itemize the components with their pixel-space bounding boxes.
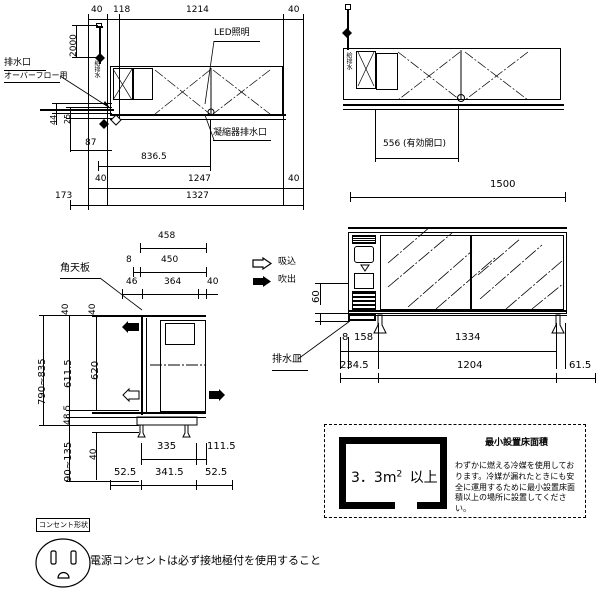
dim-2000: 2000 <box>69 34 79 57</box>
dim-46: 46 <box>126 277 138 287</box>
plug-box-label-text: コンセント形状 <box>39 521 88 529</box>
dim-40-top-right: 40 <box>288 5 300 15</box>
drain-pan-leader <box>297 320 351 360</box>
dim-1247: 1247 <box>188 174 211 184</box>
power-plug-note: コンセント形状 電源コンセントは必ず接地極付を使用すること <box>0 515 321 595</box>
dim-364: 364 <box>164 277 182 287</box>
dim-118-top: 118 <box>113 5 131 15</box>
drain-marker-filled <box>99 119 109 129</box>
dim-158: 158 <box>354 332 374 343</box>
panel-button[interactable] <box>354 273 374 289</box>
dim-40-b: 40 <box>88 303 98 315</box>
plan-view: 40 118 1214 40 2000 給排水 LED照明 <box>0 0 320 215</box>
top-plate-leader <box>99 277 143 311</box>
floor-area-body: わずかに燃える冷媒を使用しております。冷媒が漏れたときにも安全に運用するために最… <box>455 461 575 514</box>
glass-panel-crosses <box>112 68 271 116</box>
dim-1214-top: 1214 <box>186 5 209 15</box>
glass-reflection-lines <box>387 226 565 310</box>
water-supply-label-vertical: 給排水 <box>93 60 100 78</box>
floor-area-value: 3．3m2 以上 <box>351 467 438 487</box>
dim-40-a: 40 <box>61 303 71 315</box>
dim-8-front: 8 <box>342 332 349 343</box>
dim-40-row2-right: 40 <box>288 174 300 184</box>
condenser-drain-label: 凝縮器排水口 <box>213 128 268 138</box>
dim-458: 458 <box>158 231 176 241</box>
drain-outlet-sublabel: オーバーフロー用 <box>4 71 68 80</box>
top-plate-label: 角天板 <box>60 263 90 274</box>
dim-1500: 1500 <box>490 179 516 190</box>
dim-40-row2-left: 40 <box>95 174 107 184</box>
dim-173: 173 <box>55 191 73 201</box>
floor-area-suffix: 以上 <box>409 470 438 486</box>
dim-1334: 1334 <box>455 332 481 343</box>
dim-341-5: 341.5 <box>155 467 184 478</box>
outlet-arrow-right <box>209 389 225 401</box>
dim-61-5: 61.5 <box>569 360 592 371</box>
plug-note-text: 電源コンセントは必ず接地極付を使用すること <box>90 554 321 567</box>
condenser-plan-box <box>133 68 153 100</box>
side-inner-panel <box>160 320 206 412</box>
condenser-drain-leader <box>204 114 215 141</box>
room-shape-door-gap <box>395 502 417 509</box>
rear-compressor-box <box>356 51 376 89</box>
dim-1204: 1204 <box>457 360 483 371</box>
side-section-view: 458 8 450 46 364 40 角天板 40 40 790~835 61… <box>0 220 310 500</box>
drain-marker-outline <box>110 114 122 126</box>
airflow-legend: 吸込 吹出 <box>252 255 322 295</box>
dim-1327: 1327 <box>186 191 209 201</box>
intake-arrow-icon <box>252 256 273 271</box>
outlet-arrow-top <box>122 321 139 333</box>
dim-8-side: 8 <box>126 255 132 265</box>
dim-335: 335 <box>157 441 177 452</box>
side-centerline <box>150 364 205 366</box>
dim-87: 87 <box>85 138 97 148</box>
side-shelf-box <box>165 323 195 345</box>
outlet-arrow-icon <box>253 276 271 287</box>
rear-condenser-box <box>376 53 398 90</box>
glass-door-right[interactable] <box>471 235 564 310</box>
panel-indicator-icon <box>360 264 370 272</box>
outlet-label: 吹出 <box>278 275 297 285</box>
supply-marker-top-right <box>342 28 352 38</box>
minimum-floor-area-note: 3．3m2 以上 最小設置床面積 わずかに燃える冷媒を使用しております。冷媒が漏… <box>324 424 586 518</box>
drain-outlet-label: 排水口 <box>4 58 32 68</box>
vent-bottom <box>352 291 376 310</box>
drain-outlet-leader <box>59 75 111 109</box>
plug-outlet-icon <box>35 538 91 588</box>
front-cabinet-outline <box>348 232 567 314</box>
intake-arrow-side <box>122 387 140 403</box>
led-leader-line <box>204 40 215 105</box>
intake-label: 吸込 <box>278 257 297 267</box>
dim-111-5: 111.5 <box>207 441 236 452</box>
rear-cabinet-plan-outline <box>343 48 561 100</box>
dim-52-5-right: 52.5 <box>205 467 228 478</box>
dim-556-opening: 556 (有効開口) <box>383 139 447 149</box>
glass-door-left[interactable] <box>380 235 471 310</box>
vent-top <box>352 235 376 244</box>
drain-pan-body <box>348 313 376 321</box>
dim-836-5: 836.5 <box>141 152 167 162</box>
floor-area-exponent: 2 <box>396 469 403 480</box>
plug-shape-box-label: コンセント形状 <box>36 518 90 532</box>
supply-arrow-marker <box>95 53 105 63</box>
dim-40-top-left: 40 <box>91 5 103 15</box>
dim-234-5: 234.5 <box>340 360 369 371</box>
compressor-plan-box <box>113 68 133 100</box>
drain-pan-label: 排水皿 <box>272 354 302 365</box>
floor-area-room-shape <box>339 437 447 509</box>
dim-40-c: 40 <box>89 448 99 460</box>
dim-40-side: 40 <box>207 277 219 287</box>
floor-area-number: 3．3m <box>351 470 397 486</box>
floor-area-heading: 最小設置床面積 <box>485 438 549 448</box>
front-elevation-view: 1500 60 <box>297 175 600 405</box>
display-screen <box>354 246 374 263</box>
dim-450: 450 <box>161 255 179 265</box>
side-legs <box>136 416 198 438</box>
control-panel <box>350 234 378 312</box>
rear-glass-crosses <box>357 50 529 102</box>
led-label: LED照明 <box>214 28 250 38</box>
rear-plan-view: 給排水 556 (有効開口) <box>320 0 600 190</box>
dim-52-5-left: 52.5 <box>114 467 137 478</box>
water-supply-label-vertical-right: 給排水 <box>345 52 352 70</box>
